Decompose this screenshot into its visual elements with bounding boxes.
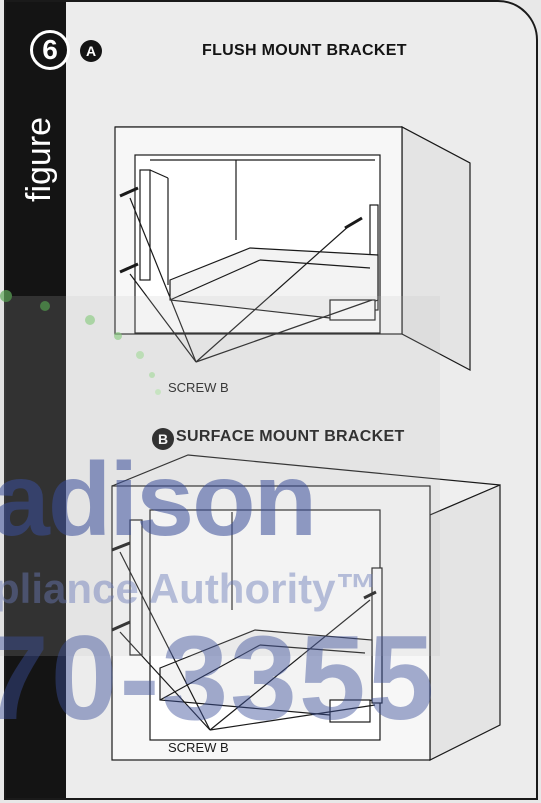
- section-b-badge: B: [152, 428, 174, 450]
- section-b-title: SURFACE MOUNT BRACKET: [176, 428, 405, 445]
- section-a-badge: A: [80, 40, 102, 62]
- watermark-brand: adison: [0, 442, 317, 558]
- figure-side-bar: [6, 2, 66, 798]
- section-a-screw-callout: SCREW B: [168, 380, 229, 395]
- figure-number-badge: 6: [30, 30, 70, 70]
- watermark-phone: 70-3355: [0, 611, 437, 745]
- surface-mount-cabinet-drawing: [111, 454, 501, 761]
- watermark-tagline: pliance Authority™: [0, 565, 378, 612]
- section-a-title: FLUSH MOUNT BRACKET: [202, 42, 407, 59]
- section-b-screw-callout: SCREW B: [168, 740, 229, 755]
- flush-mount-cabinet-drawing: [114, 126, 471, 371]
